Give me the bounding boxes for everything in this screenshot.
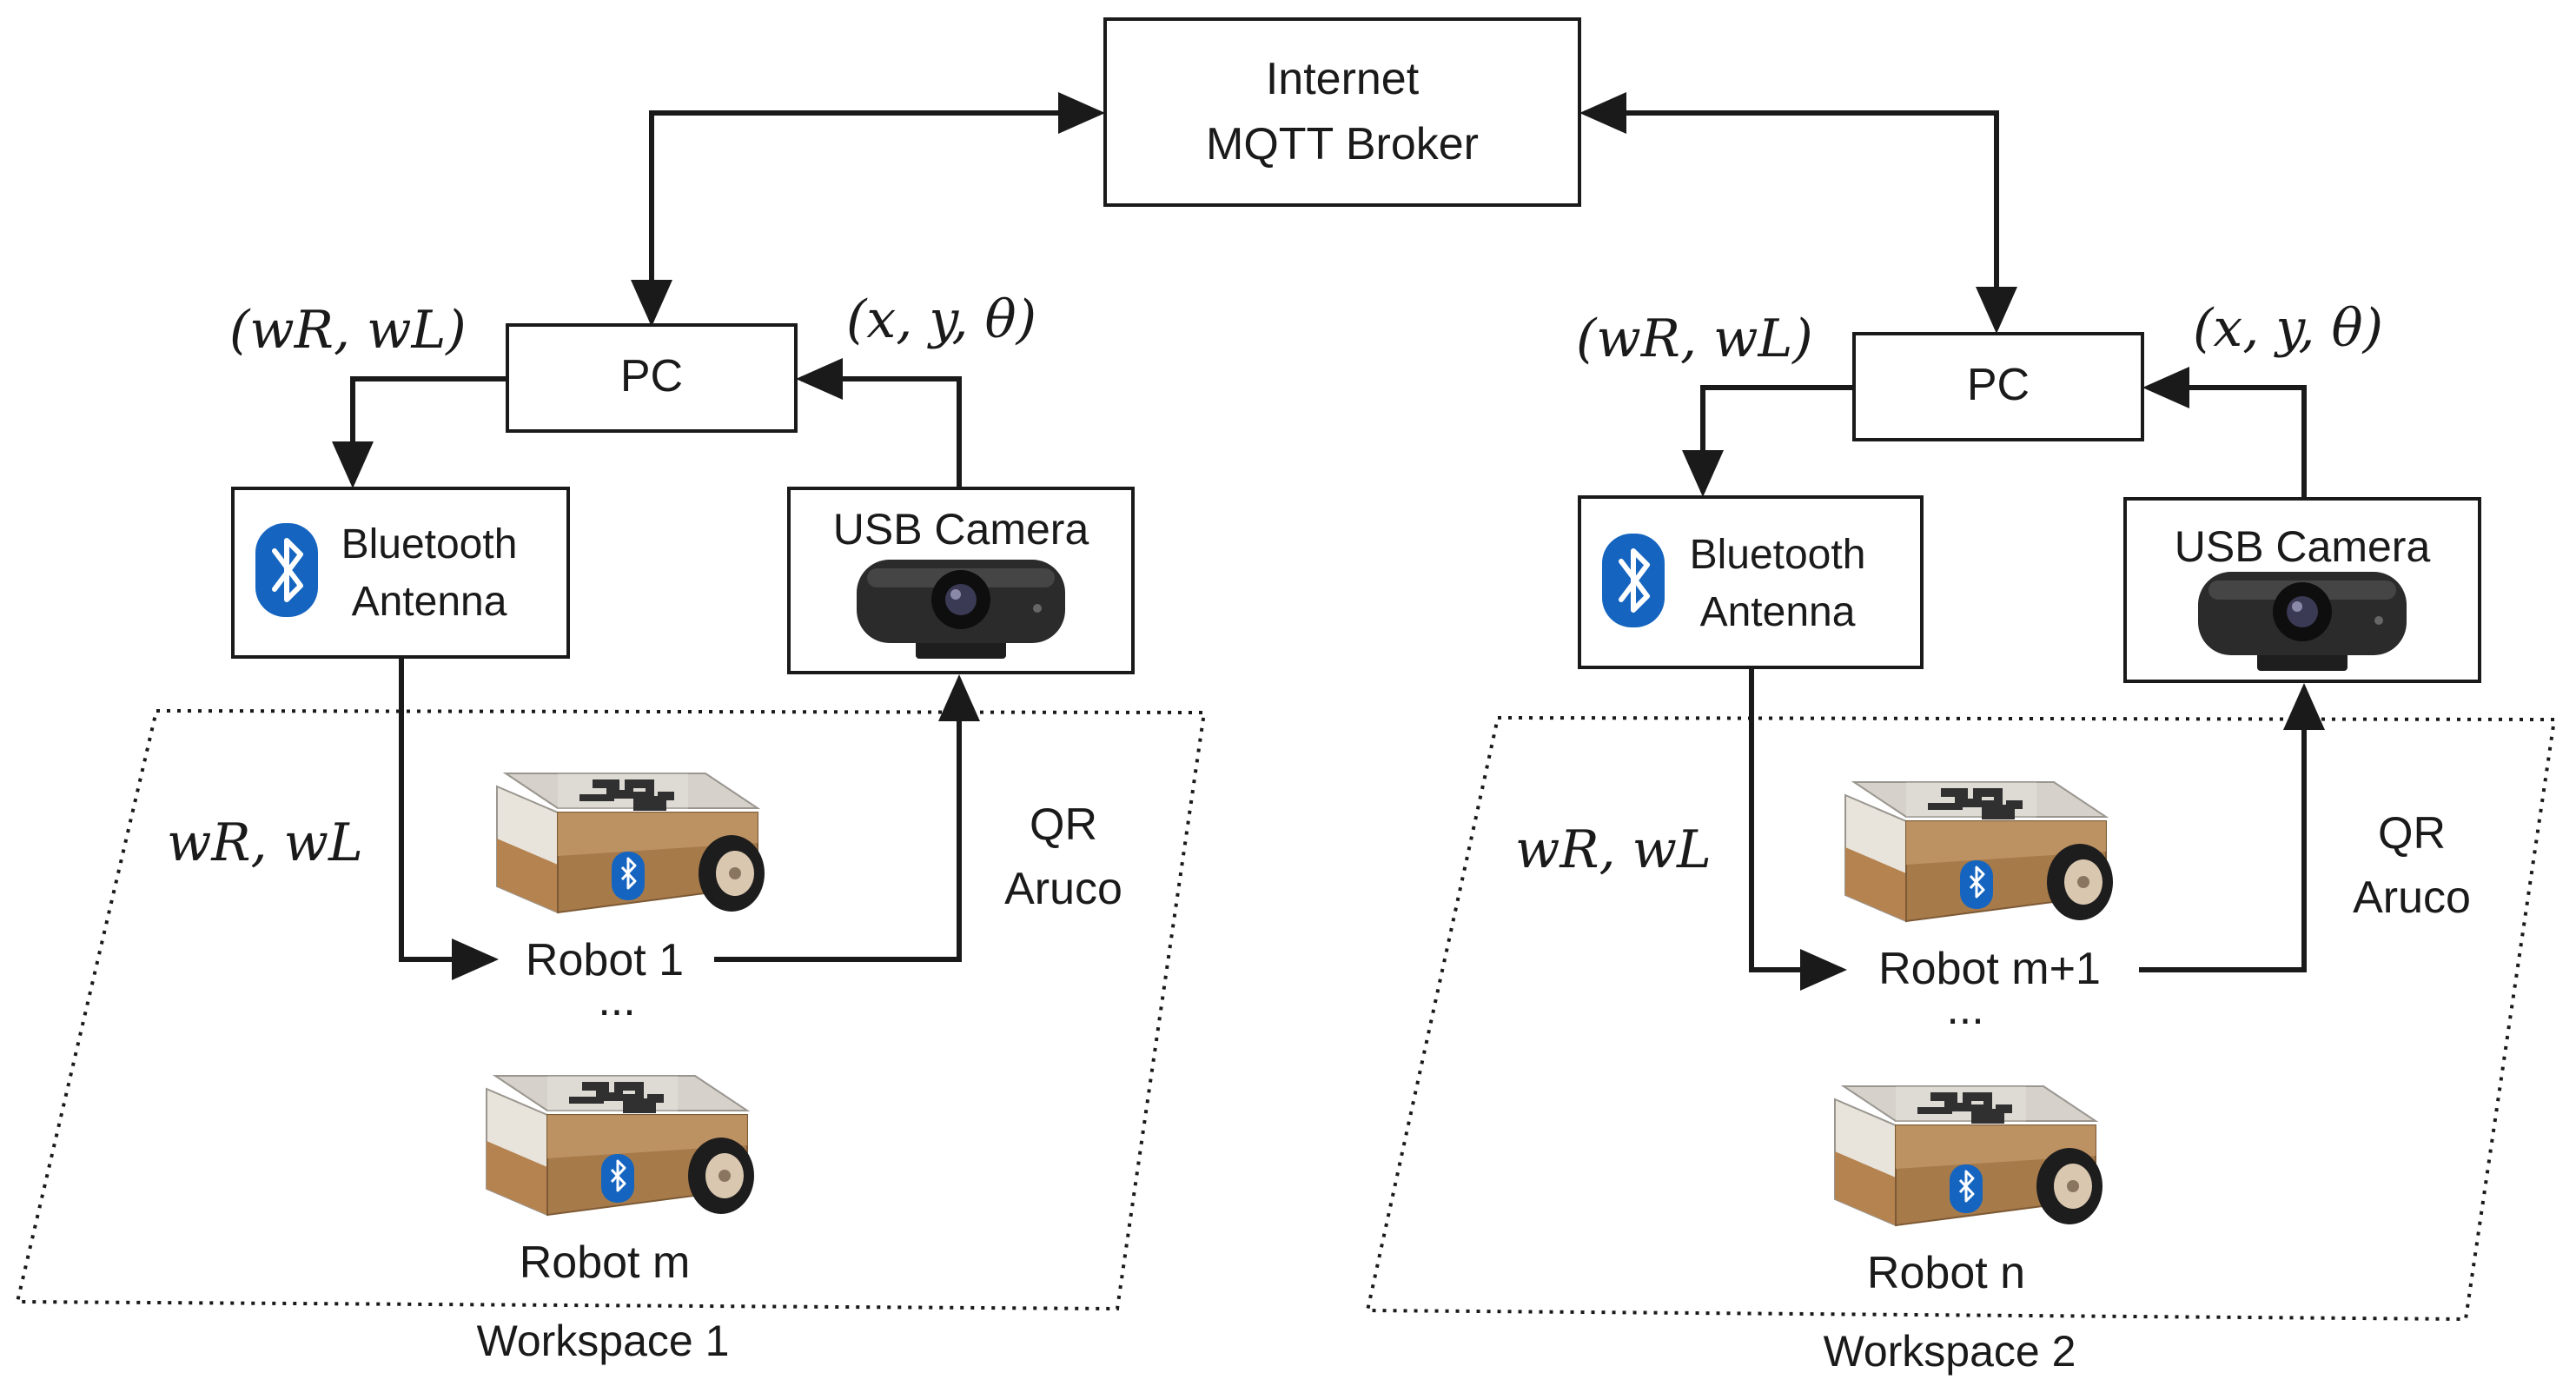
robot-last-label-1: Robot m [520,1237,691,1288]
wheel-speeds-label-1: (wR, wL) [229,300,467,361]
pc-box-1 [506,323,798,433]
broker-label-line1: Internet [1266,54,1420,104]
workspace-2-boundary [1365,715,2557,1322]
wheel-cmd-label-2: wR, wL [1515,819,1712,880]
pc-label-1: PC [620,351,683,401]
bluetooth-icon [1602,534,1665,627]
bluetooth-label-line2: Antenna [1700,589,1856,635]
workspace-1: PC (wR, wL) (x, y, θ) Bluetooth Antenna … [15,289,1207,1365]
bluetooth-label-line2: Antenna [352,579,507,625]
wheel-speeds-label-2: (wR, wL) [1576,308,1813,369]
aruco-label-2: Aruco [2353,872,2471,923]
camera-label-2: USB Camera [2175,522,2431,571]
link-broker-to-pc2 [1585,110,2017,334]
robot-first-label-2: Robot m+1 [1878,944,2101,994]
link-pc1-to-bluetooth [332,376,507,488]
link-robot-m1-to-camera [2139,683,2325,972]
link-pc2-to-broker [1579,92,1999,328]
wheel-cmd-label-1: wR, wL [167,813,363,873]
workspace-1-boundary [15,708,1207,1311]
robot-ellipsis-1: ... [598,975,635,1025]
pc-label-2: PC [1967,360,2030,410]
aruco-label-1: Aruco [1004,864,1122,914]
robot-icon [1845,782,2113,921]
camera-label-1: USB Camera [833,505,1089,554]
pose-label-2: (x, y, θ) [2193,298,2383,359]
link-camera2-to-pc [2142,367,2307,497]
robot-first-label-1: Robot 1 [526,935,684,985]
link-robot1-to-camera [714,674,980,962]
workspace-label-1: Workspace 1 [477,1317,730,1365]
pc-box-2 [1852,332,2144,441]
qr-label-2: QR [2378,808,2446,859]
robot-ellipsis-2: ... [1946,984,1983,1034]
link-pc2-to-bluetooth [1682,385,1854,497]
workspace-label-2: Workspace 2 [1824,1327,2076,1376]
link-bluetooth-to-robot1 [399,659,499,980]
bluetooth-label-line1: Bluetooth [1690,532,1866,578]
robot-icon [1835,1086,2103,1225]
bluetooth-icon [255,523,318,617]
robot-icon [497,773,765,912]
bluetooth-label-line1: Bluetooth [341,521,518,567]
link-bluetooth-to-robot-m1 [1749,669,1847,991]
robot-last-label-2: Robot n [1867,1248,2025,1298]
qr-label-1: QR [1030,799,1097,850]
workspace-2: PC (wR, wL) (x, y, θ) Bluetooth Antenna … [1365,298,2557,1376]
mqtt-broker-box [1103,17,1581,207]
robot-icon [487,1076,754,1215]
link-broker-to-pc1 [631,110,1100,327]
link-camera1-to-pc [796,358,962,488]
pose-label-1: (x, y, θ) [846,289,1036,350]
broker-label-line2: MQTT Broker [1206,119,1479,169]
